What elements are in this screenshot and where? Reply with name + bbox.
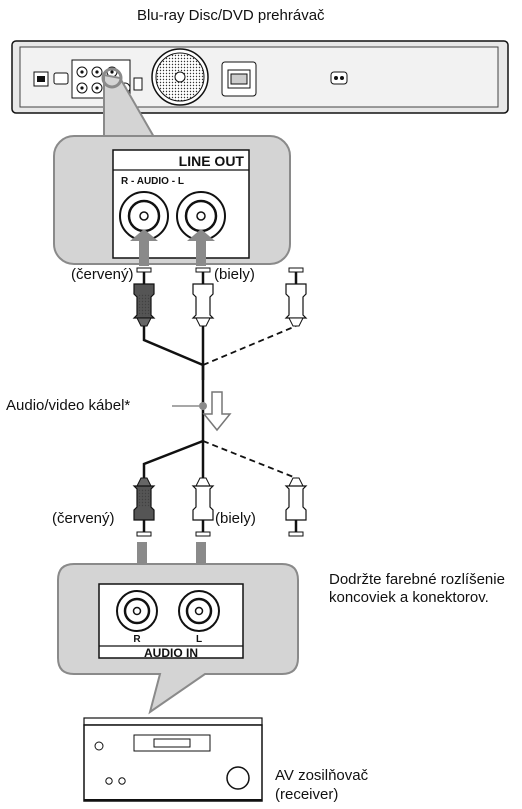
player-label: Blu-ray Disc/DVD prehrávač [137, 7, 325, 24]
cable-label: Audio/video kábel* [6, 397, 131, 414]
audio-in-panel [57, 563, 299, 715]
audio-in-jack-r-label: R [133, 634, 141, 645]
audio-in-jack-r [116, 590, 158, 632]
bottom-plug-red-label: (červený) [52, 510, 115, 527]
signal-direction-arrow [202, 391, 232, 432]
line-out-panel [53, 135, 291, 265]
av-cable-video-dashed [202, 325, 297, 479]
av-amplifier-device [83, 717, 263, 802]
arrow-up-right [187, 229, 215, 266]
color-matching-note-line2: koncoviek a konektorov. [329, 589, 489, 606]
line-out-jack-r [119, 191, 169, 241]
av-cable-wires [142, 326, 205, 478]
bottom-plug-white [191, 477, 215, 537]
top-plug-white [191, 267, 215, 327]
top-plug-red [132, 267, 156, 327]
line-out-jack-l [176, 191, 226, 241]
bottom-plug-video [284, 477, 308, 537]
arrow-up-left [130, 229, 158, 266]
top-plug-video [284, 267, 308, 327]
audio-in-title: AUDIO IN [144, 646, 198, 660]
amplifier-label-line1: AV zosilňovač [275, 767, 369, 784]
color-matching-note-line1: Dodržte farebné rozlíšenie [329, 571, 505, 588]
bottom-plug-red [132, 477, 156, 537]
amplifier-label-line2: (receiver) [275, 786, 339, 803]
audio-in-jack-l [178, 590, 220, 632]
bottom-plug-white-label: (biely) [215, 510, 256, 527]
top-plug-red-label: (červený) [71, 266, 134, 283]
audio-in-jack-l-label: L [196, 634, 202, 645]
top-plug-white-label: (biely) [214, 266, 255, 283]
line-out-title: LINE OUT [179, 153, 245, 169]
bluray-player-device [11, 40, 509, 114]
line-out-channels: R - AUDIO - L [121, 176, 184, 187]
cable-callout [172, 402, 207, 410]
